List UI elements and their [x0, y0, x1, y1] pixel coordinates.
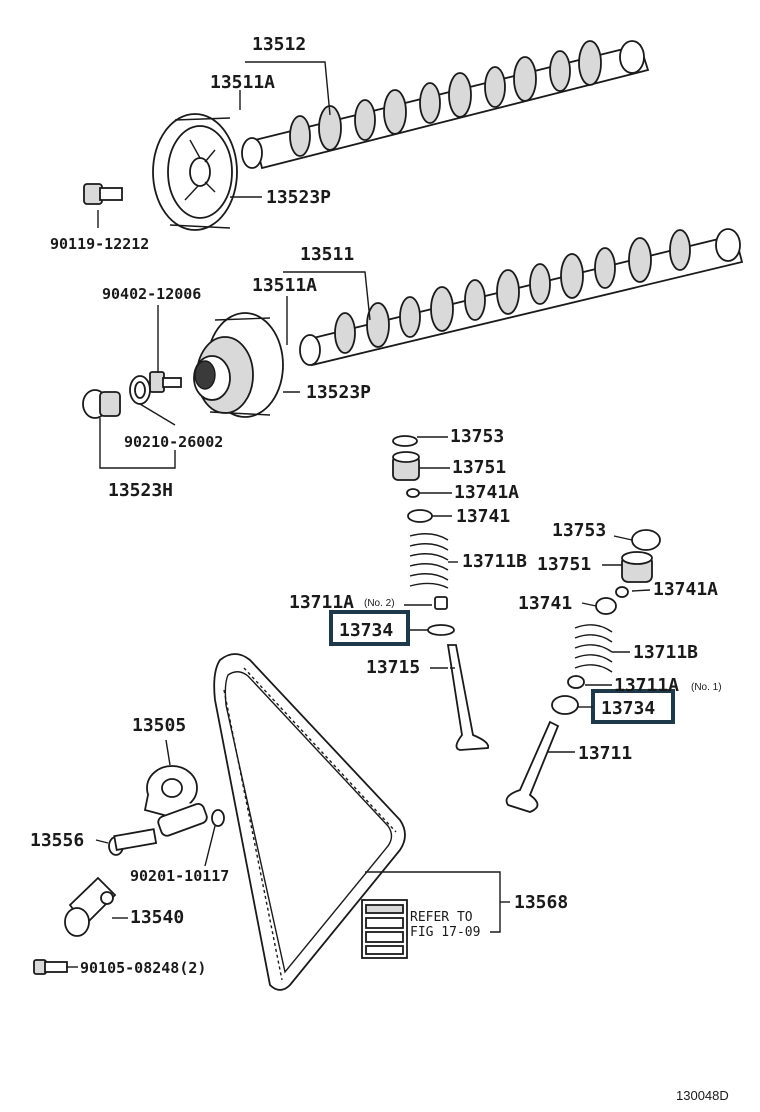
label-13511: 13511 [300, 244, 354, 265]
refer-text-line1: REFER TO [410, 910, 473, 925]
label-13711b-right: 13711B [633, 642, 698, 663]
label-no2: (No. 2) [364, 598, 395, 609]
label-13711: 13711 [578, 743, 632, 764]
label-13568: 13568 [514, 892, 568, 913]
label-13511a-top: 13511A [210, 72, 275, 93]
reference-icon [361, 899, 408, 959]
label-13753-right: 13753 [552, 520, 606, 541]
label-13512: 13512 [252, 34, 306, 55]
label-13523h: 13523H [108, 480, 173, 501]
label-90210-26002: 90210-26002 [124, 433, 223, 451]
label-13505: 13505 [132, 715, 186, 736]
label-no1: (No. 1) [691, 682, 722, 693]
label-13741a-left: 13741A [454, 482, 519, 503]
label-13711b-left: 13711B [462, 551, 527, 572]
label-13734-left: 13734 [339, 620, 393, 641]
left-valve-assembly[interactable] [392, 435, 490, 751]
label-13753-left: 13753 [450, 426, 504, 447]
label-13751-right: 13751 [537, 554, 591, 575]
label-13556: 13556 [30, 830, 84, 851]
tensioner-bolt[interactable] [33, 959, 68, 975]
highlight-box-left [329, 610, 410, 646]
label-90402-12006: 90402-12006 [102, 285, 201, 303]
refer-text-line2: FIG 17-09 [410, 925, 480, 940]
right-valve-assembly[interactable] [505, 529, 661, 813]
exhaust-camshaft[interactable] [241, 40, 650, 170]
label-13715: 13715 [366, 657, 420, 678]
label-13523p-mid: 13523P [306, 382, 371, 403]
belt-tensioner[interactable] [64, 876, 117, 937]
label-13734-right: 13734 [601, 698, 655, 719]
top-sprocket-bolt[interactable] [83, 183, 123, 205]
timing-belt[interactable] [213, 653, 406, 991]
middle-sprocket-washer[interactable] [129, 375, 151, 405]
leader-lines [66, 61, 651, 968]
pulley-bolt[interactable] [108, 828, 158, 856]
label-13711a-left: 13711A [289, 592, 354, 613]
label-90105-08248: 90105-08248(2) [80, 959, 206, 977]
label-13741-right: 13741 [518, 593, 572, 614]
label-13540: 13540 [130, 907, 184, 928]
top-camshaft-sprocket[interactable] [152, 113, 238, 231]
label-13511a-mid: 13511A [252, 275, 317, 296]
label-13523p-top: 13523P [266, 187, 331, 208]
label-13741a-right: 13741A [653, 579, 718, 600]
intake-camshaft[interactable] [299, 228, 744, 367]
label-90201-10117: 90201-10117 [130, 867, 229, 885]
figure-code: 130048D [676, 1088, 729, 1103]
middle-sprocket-bolt[interactable] [149, 371, 182, 393]
sprocket-plug[interactable] [82, 389, 121, 419]
label-13751-left: 13751 [452, 457, 506, 478]
label-13711a-right: 13711A [614, 675, 679, 696]
label-90119-12212: 90119-12212 [50, 235, 149, 253]
middle-camshaft-sprocket[interactable] [193, 312, 284, 418]
label-13741-left: 13741 [456, 506, 510, 527]
pulley-bushing[interactable] [157, 802, 225, 837]
